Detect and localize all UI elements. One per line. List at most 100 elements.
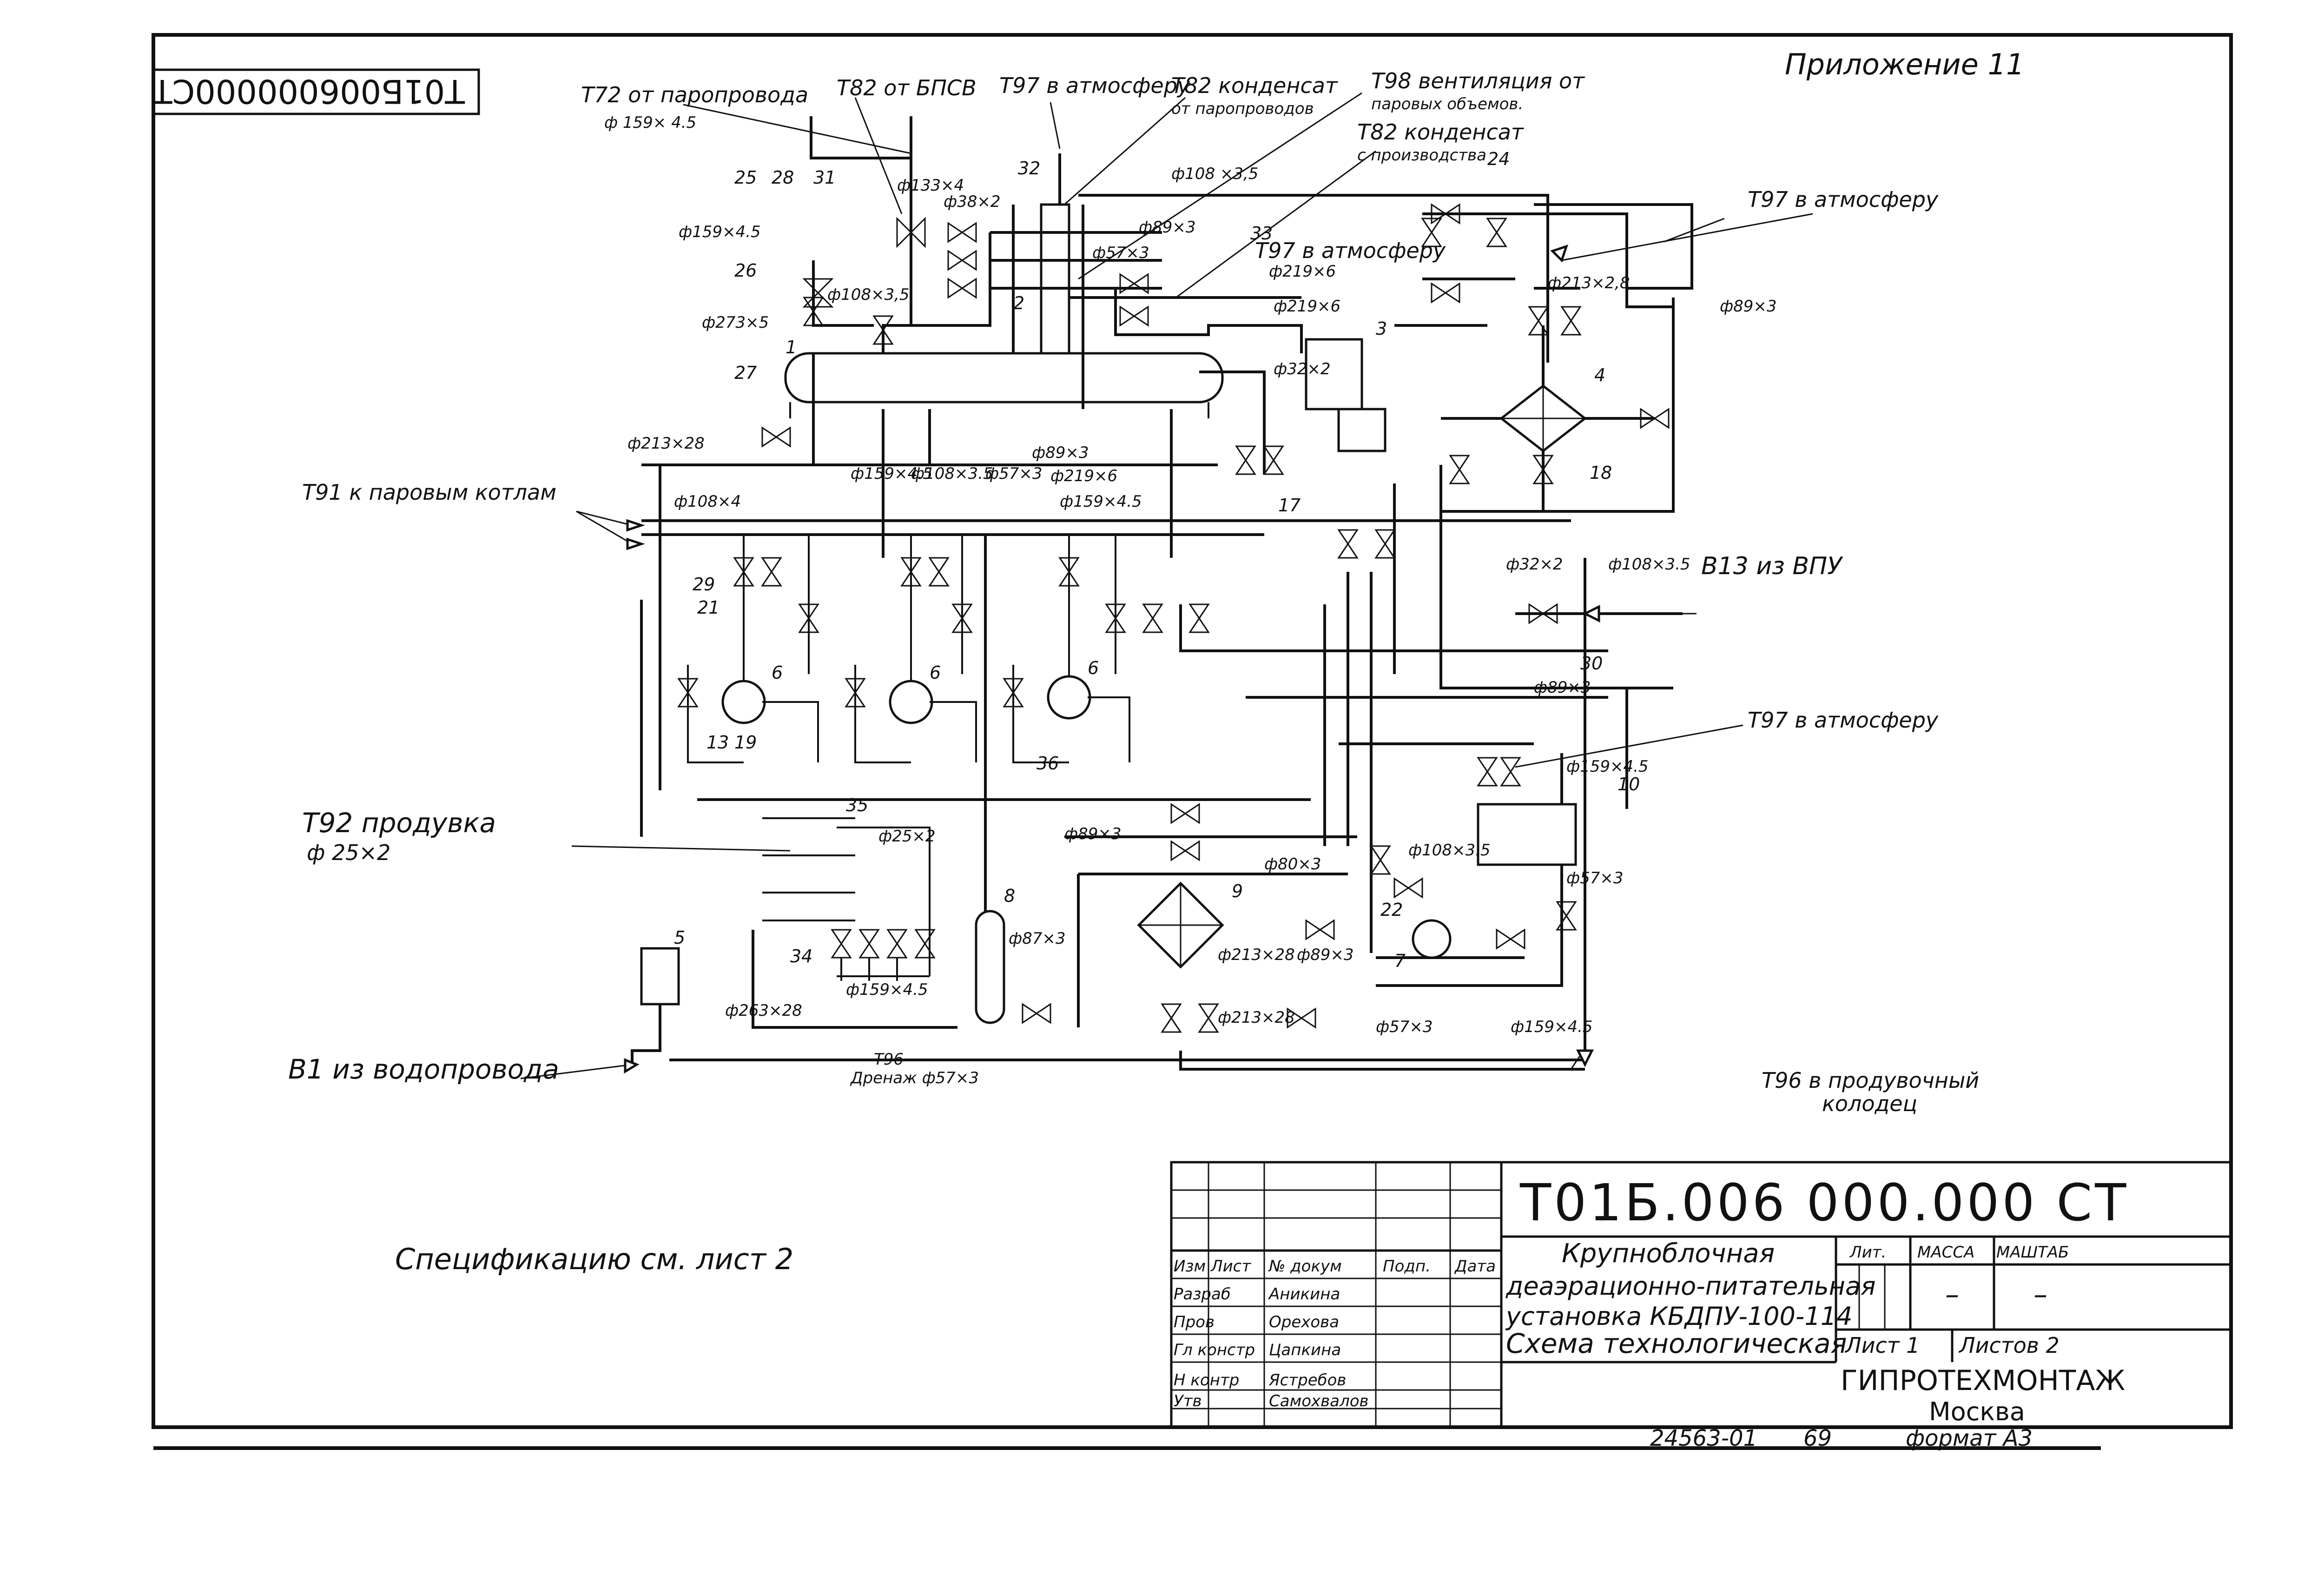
- tank-10: [1477, 803, 1577, 866]
- sheet-number: Лист 1: [1844, 1333, 1920, 1358]
- label-t96-drain-sub: Дренаж ф57×3: [850, 1069, 979, 1087]
- role-chief: Гл констр: [1174, 1341, 1255, 1359]
- position-number: 3: [1376, 318, 1387, 339]
- pipe-size: ф108×3.5: [1408, 841, 1491, 860]
- vertical-valves: [677, 218, 1582, 1033]
- position-number: 8: [1004, 886, 1015, 906]
- code-top-label: T01Б006000000CT: [152, 72, 465, 110]
- pipe-size: ф89×3: [1139, 218, 1195, 237]
- position-number: 5: [674, 927, 685, 948]
- mass-value: –: [1945, 1278, 1959, 1311]
- pipe-size: ф89×3: [1297, 946, 1353, 964]
- pipe-size: ф25×2: [878, 827, 935, 846]
- label-t72-dim: ф 159× 4.5: [604, 113, 696, 132]
- deaerator-tank: [784, 203, 1224, 418]
- top-pipework: [810, 116, 1693, 558]
- pipe-size: ф263×28: [725, 1001, 802, 1020]
- title-block: T01Б.006 000.000 CT Крупноблочная деаэра…: [1170, 1161, 2232, 1429]
- pipe-size: ф32×2: [1506, 555, 1563, 574]
- pipe-size: ф108×4: [674, 492, 741, 511]
- position-number: 6: [772, 662, 783, 683]
- designation: T01Б.006 000.000 CT: [1519, 1173, 2129, 1232]
- label-t97-4: T97 в атмосферу: [1748, 708, 1939, 733]
- position-number: 6: [1088, 658, 1099, 678]
- position-number: 22: [1380, 900, 1403, 920]
- name-norm: Ястребов: [1268, 1371, 1346, 1390]
- position-number: 4: [1594, 365, 1605, 385]
- pipe-size: ф159×4.5: [846, 980, 928, 999]
- pipe-size: ф89×3: [1720, 297, 1776, 316]
- name-line-4: Схема технологическая: [1506, 1328, 1847, 1359]
- role-norm: Н контр: [1174, 1371, 1239, 1390]
- label-t96-well: T96 в продувочный: [1762, 1068, 1979, 1093]
- name-checker: Орехова: [1269, 1313, 1339, 1331]
- pump-7: [1412, 919, 1452, 959]
- scale-value: –: [2034, 1278, 2047, 1311]
- position-number: 25: [734, 167, 757, 188]
- position-number: 2: [1013, 293, 1024, 313]
- pipe-size: ф89×3: [1534, 678, 1591, 697]
- appendix-label: Приложение 11: [1785, 47, 2024, 81]
- format-label: формат А3: [1906, 1425, 2033, 1451]
- archive-sub: 69: [1803, 1425, 1832, 1451]
- pipe-size-labels: ф159×4.5 ф273×5 ф213×28 ф108×3,5 ф133×4 …: [627, 165, 1776, 1036]
- label-t97-1: T97 в атмосферу: [999, 73, 1190, 98]
- name-line-3: установка КБДПУ-100-114: [1505, 1302, 1852, 1331]
- label-leaders: [683, 92, 1725, 298]
- city: Москва: [1929, 1397, 2025, 1426]
- label-t82-prod: T82 конденсат: [1357, 119, 1524, 145]
- position-number: 13: [706, 732, 729, 753]
- pipe-size: ф38×2: [944, 192, 1000, 211]
- name-line-1: Крупноблочная: [1562, 1238, 1775, 1269]
- heat-exchanger-4: [1441, 325, 1655, 511]
- position-number: 18: [1590, 463, 1612, 483]
- scale-header: МАШТАБ: [1996, 1243, 2069, 1262]
- pipe-size: ф159×4.5: [1511, 1018, 1593, 1036]
- pipe-size: ф273×5: [702, 313, 769, 332]
- pipe-size: ф213×28: [1218, 1008, 1295, 1027]
- label-b1: B1 из водопровода: [288, 1053, 559, 1085]
- position-number: 34: [790, 946, 812, 966]
- mass-header: МАССА: [1917, 1243, 1974, 1262]
- col-date: Дата: [1454, 1257, 1496, 1276]
- col-sign: Подп.: [1383, 1257, 1431, 1276]
- label-t82: T82 от БПСВ: [837, 75, 977, 100]
- position-number: 30: [1580, 653, 1603, 674]
- vessel-3-drain: [1337, 408, 1386, 452]
- vessel-5: [640, 947, 680, 1006]
- pipe-size: ф108×3.5: [911, 464, 993, 483]
- pipe-size: ф159×4.5: [851, 464, 933, 483]
- label-t97-3: T97 в атмосферу: [1748, 187, 1939, 212]
- position-number: 33: [1250, 223, 1273, 244]
- position-number: 9: [1232, 881, 1243, 901]
- label-t98-sub: паровых объемов.: [1371, 95, 1523, 113]
- valves: [761, 203, 1670, 1029]
- organization: ГИПРОТЕХМОНТАЖ: [1841, 1364, 2125, 1397]
- archive-number: 24563-01: [1650, 1425, 1757, 1451]
- position-number: 35: [846, 795, 868, 815]
- vessel-8: [975, 910, 1005, 1024]
- role-developer: Разраб: [1174, 1285, 1231, 1304]
- position-number: 24: [1487, 149, 1510, 169]
- col-list: Лист: [1210, 1257, 1251, 1276]
- pipe-size: ф133×4: [897, 176, 964, 195]
- feed-pumps: [687, 535, 1130, 763]
- pipe-size: ф213×28: [1218, 946, 1295, 964]
- pipe-size: ф108×3,5: [827, 285, 910, 304]
- main-headers: [640, 463, 1683, 1071]
- position-number: 31: [813, 167, 836, 188]
- col-izm: Изм: [1174, 1257, 1206, 1276]
- position-number: 17: [1278, 495, 1301, 516]
- label-t96-well-sub: колодец: [1822, 1091, 1917, 1116]
- position-number: 10: [1618, 774, 1640, 794]
- position-number: 19: [734, 732, 757, 753]
- position-numbers: 1 2 3 4 5 6 6 6 7 8 9 10 13 17 18 19 21 …: [674, 149, 1640, 971]
- pipe-size: ф32×2: [1274, 360, 1330, 378]
- spec-note: Спецификацию см. лист 2: [395, 1242, 793, 1276]
- pipe-size: ф219×6: [1050, 467, 1117, 485]
- pipe-size: ф213×28: [627, 434, 705, 453]
- sheets-total: Листов 2: [1958, 1333, 2060, 1358]
- name-line-2: деаэрационно-питательная: [1505, 1271, 1876, 1301]
